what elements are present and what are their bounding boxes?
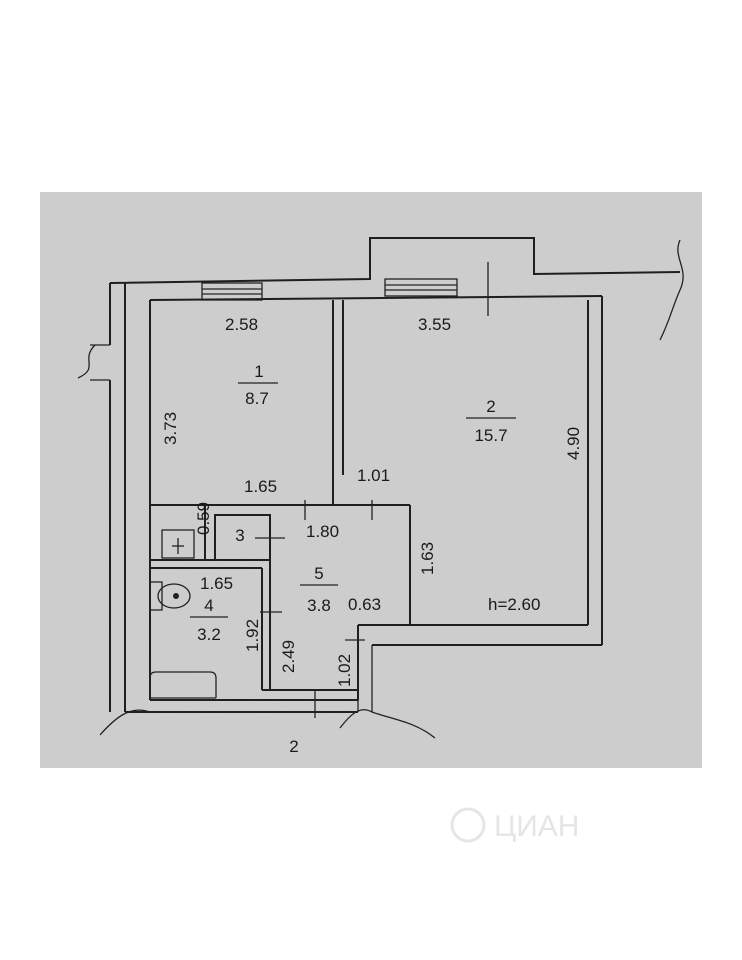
dim-ceiling-height: h=2.60: [488, 595, 540, 614]
dim-hall-width: 1.80: [306, 522, 339, 541]
fixtures: [149, 529, 217, 699]
dim-room2-width: 3.55: [418, 315, 451, 334]
dim-room1-depth: 3.73: [161, 412, 180, 445]
room-number: 5: [314, 564, 323, 583]
room-number: 1: [254, 362, 263, 381]
watermark-logo: ЦИАН: [450, 807, 579, 843]
room-2: 2 15.7: [466, 397, 516, 445]
outer-walls: [109, 237, 681, 713]
bathtub-icon: [149, 671, 217, 699]
dim-room1-bottom: 1.65: [244, 477, 277, 496]
room-1: 1 8.7: [238, 362, 278, 408]
dim-hall-right: 1.63: [418, 542, 437, 575]
room-area: 3.8: [307, 596, 331, 615]
dim-bath-height: 1.92: [243, 619, 262, 652]
dim-room2-depth: 4.90: [564, 427, 583, 460]
floor-label: 2: [289, 737, 298, 756]
dim-bath-width: 1.65: [200, 574, 233, 593]
dim-room1-width: 2.58: [225, 315, 258, 334]
interior-walls: [150, 300, 411, 718]
dim-hall-left: 2.49: [279, 640, 298, 673]
dim-toilet-height: 0.59: [194, 502, 213, 535]
dim-partition: 1.01: [357, 466, 390, 485]
room-number: 4: [204, 596, 213, 615]
room-5: 5 3.8: [300, 564, 338, 615]
room-area: 3.2: [197, 625, 221, 644]
room-3: 3: [235, 526, 244, 545]
dim-entry-depth: 1.02: [335, 654, 354, 687]
sink-icon: [161, 529, 195, 559]
wall-break-marks: [77, 239, 684, 739]
room-number: 2: [486, 397, 495, 416]
dimensions: 2.58 3.55 3.73 4.90 1.65 1.01 0.59 1.80 …: [161, 315, 583, 687]
room-area: 15.7: [474, 426, 507, 445]
toilet-icon: [149, 581, 191, 611]
room-number: 3: [235, 526, 244, 545]
room-4: 4 3.2: [190, 596, 228, 644]
dim-door-offset: 0.63: [348, 595, 381, 614]
room-area: 8.7: [245, 389, 269, 408]
windows: [201, 262, 489, 316]
watermark-text: ЦИАН: [494, 810, 579, 843]
